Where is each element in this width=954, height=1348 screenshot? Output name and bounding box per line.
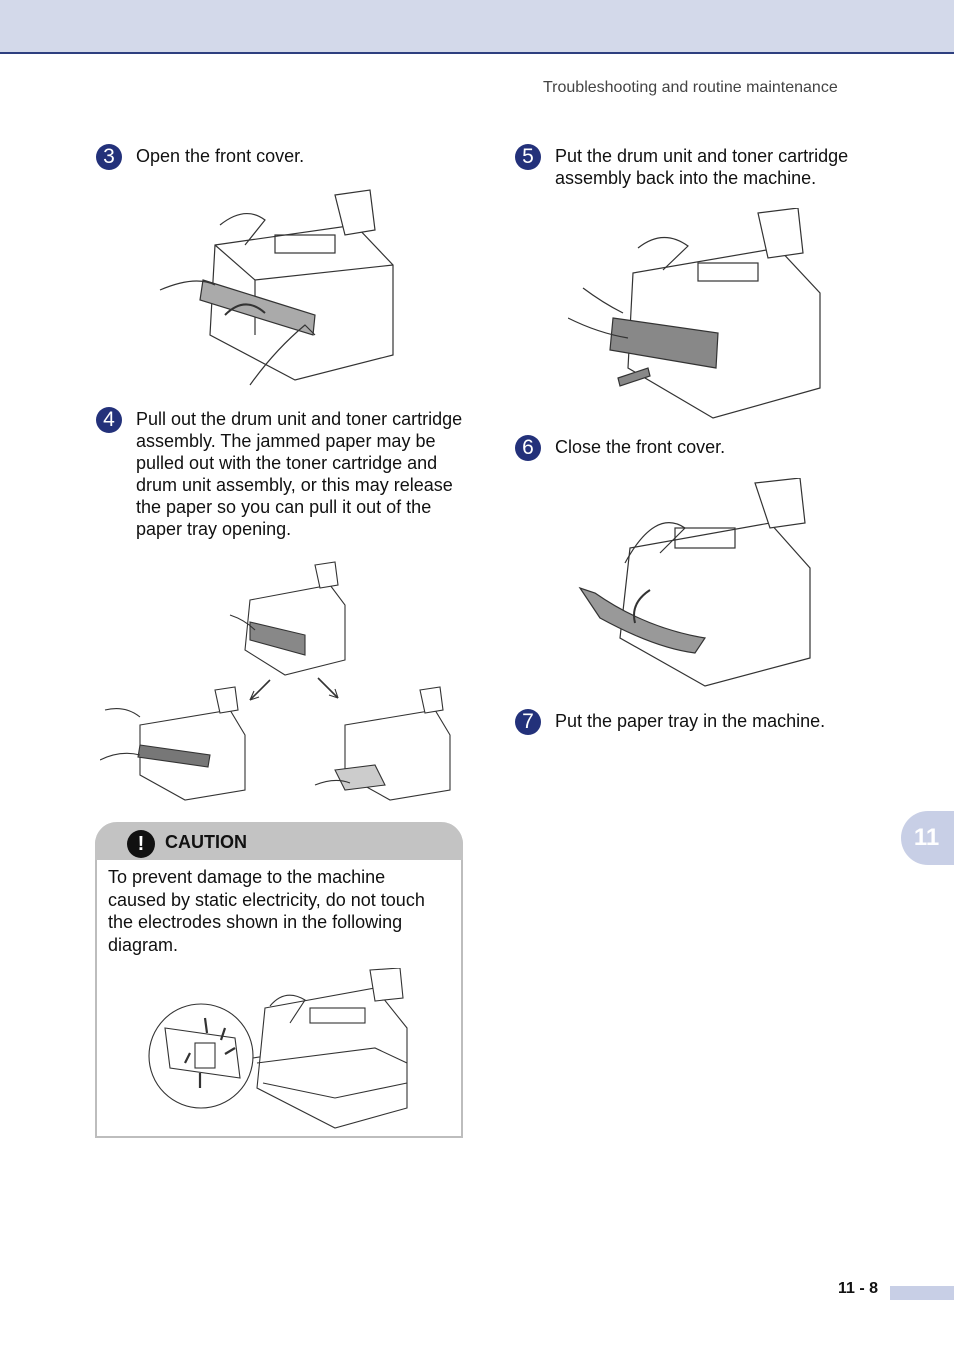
step-number: 4 [96,407,122,433]
close-front-cover-illustration [575,478,815,690]
caution-header: ! CAUTION [95,822,463,860]
insert-drum-illustration [568,208,828,423]
electrodes-illustration [145,968,415,1133]
step-text: Close the front cover. [555,437,726,457]
step-number: 5 [515,144,541,170]
step-number: 7 [515,709,541,735]
page-number: 11 - 8 [838,1280,879,1297]
step-text: Put the paper tray in the machine. [555,711,826,731]
footer-bar [890,1286,954,1300]
chapter-tab: 11 [901,811,954,865]
caution-text: To prevent damage to the machine caused … [108,867,425,955]
running-title: Troubleshooting and routine maintenance [543,79,838,96]
caution-title: CAUTION [165,832,247,852]
chapter-number: 11 [913,824,940,851]
caution-box: ! CAUTION To prevent damage to the machi… [95,822,463,1138]
step-number: 3 [96,144,122,170]
step-text: Put the drum unit and toner cartridge as… [555,146,849,188]
exclamation-icon: ! [127,830,155,858]
pull-out-drum-illustration [100,560,455,805]
step-text: Pull out the drum unit and toner cartrid… [136,409,463,539]
open-front-cover-illustration [155,185,400,395]
step-number: 6 [515,435,541,461]
step-text: Open the front cover. [136,146,305,166]
header-band [0,0,954,54]
